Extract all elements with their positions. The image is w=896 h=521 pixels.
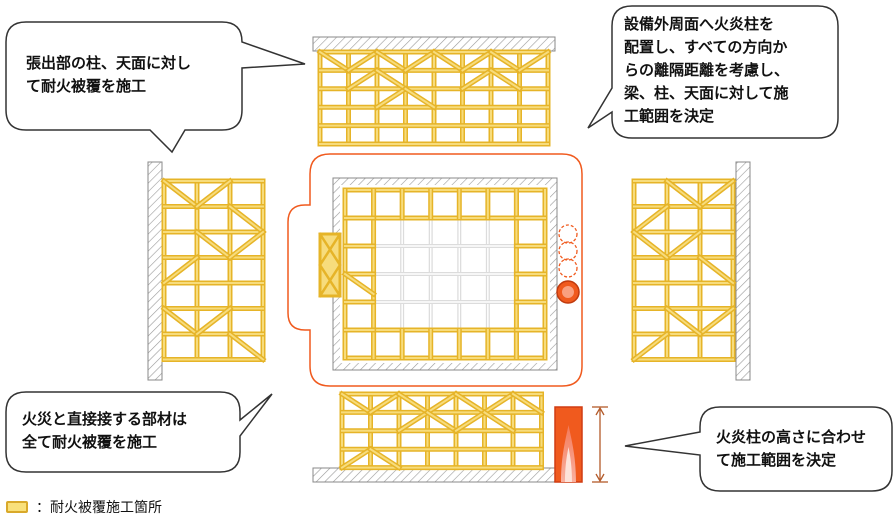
brace-member-core — [454, 392, 486, 414]
brace-member-core — [461, 69, 493, 91]
top-elevation-frame — [316, 48, 552, 147]
callout-bubble-top-left — [5, 21, 306, 154]
brace-member-core — [162, 179, 199, 208]
brace-member-core — [369, 392, 401, 414]
fire-column-active-core — [562, 286, 574, 298]
brace-member-core — [397, 392, 429, 414]
brace-member-core — [432, 50, 464, 72]
callout-bubble-top-right — [587, 5, 839, 139]
brace-member-core — [665, 307, 702, 336]
callout-text-bottom-left: 火災と直接接する部材は 全て耐火被覆を施工 — [22, 410, 188, 451]
flame-core — [565, 447, 572, 482]
brace-member-core — [228, 205, 265, 234]
callout-text-top-left: 張出部の柱、天面に対し て耐火被覆を施工 — [26, 54, 192, 95]
brace-member-core — [489, 50, 521, 72]
perimeter-brace-core — [343, 272, 375, 296]
left-elevation-frame — [160, 177, 267, 364]
brace-member-core — [347, 69, 379, 91]
right-wall-hatch — [735, 161, 751, 381]
top-slab-hatch — [312, 36, 556, 52]
brace-member-core — [195, 179, 232, 208]
brace-member-core — [228, 332, 265, 361]
brace-member-core — [162, 256, 199, 285]
brace-member-core — [483, 392, 515, 414]
legend-swatch — [6, 501, 28, 513]
brace-member-core — [426, 392, 458, 414]
legend-label: ：耐火被覆施工箇所 — [36, 500, 162, 516]
callout-bubble-bottom-left — [5, 391, 273, 473]
top-elevation — [312, 36, 556, 147]
brace-member-core — [162, 307, 199, 336]
brace-member-core — [518, 50, 550, 72]
brace-member-core — [426, 411, 458, 433]
callout-bubble-bottom-right — [624, 406, 893, 492]
plan-column-cross — [318, 263, 342, 298]
legend: ：耐火被覆施工箇所 — [6, 497, 162, 517]
brace-member-core — [228, 230, 265, 259]
brace-member-core — [404, 87, 436, 109]
brace-member-core — [632, 332, 669, 361]
fire-column-dashed — [558, 258, 578, 278]
height-arrow-head-bottom — [595, 473, 605, 483]
brace-member-core — [369, 447, 401, 469]
brace-member-core — [318, 50, 350, 72]
brace-member-core — [483, 411, 515, 433]
brace-member-core — [665, 179, 702, 208]
brace-member-core — [632, 205, 669, 234]
brace-member-core — [698, 179, 735, 208]
plan-column-cross — [318, 232, 342, 267]
height-arrow-head-top — [595, 406, 605, 416]
brace-member-core — [404, 50, 436, 72]
bottom-elevation-frame — [338, 390, 545, 472]
brace-member-core — [632, 230, 669, 259]
brace-member-core — [375, 87, 407, 109]
fire-column-positions — [556, 224, 580, 304]
brace-member-core — [375, 69, 407, 91]
fire-column-dashed — [558, 241, 578, 261]
plan-left-column — [318, 232, 342, 298]
brace-member-core — [698, 256, 735, 285]
brace-member-core — [461, 50, 493, 72]
brace-member-core — [347, 50, 379, 72]
center-plan — [287, 153, 583, 387]
brace-member-core — [375, 50, 407, 72]
bottom-elevation — [312, 390, 556, 483]
fire-boundary-outline — [287, 153, 583, 387]
brace-member-core — [454, 411, 486, 433]
brace-member-core — [340, 392, 372, 414]
left-elevation — [147, 161, 267, 381]
brace-member-core — [195, 230, 232, 259]
brace-member-core — [195, 307, 232, 336]
brace-member-core — [698, 307, 735, 336]
brace-member-core — [397, 411, 429, 433]
callout-text-top-right: 設備外周面へ火炎柱を 配置し、すべての方向か らの離隔距離を考慮し、 梁、柱、天… — [624, 15, 790, 125]
right-elevation — [630, 161, 751, 381]
callout-text-bottom-right: 火炎柱の高さに合わせ て施工範囲を決定 — [716, 428, 867, 469]
brace-member-core — [665, 230, 702, 259]
plan-fireproofed-perimeter — [341, 187, 548, 361]
fire-column-dashed — [558, 224, 578, 244]
left-wall-hatch — [147, 161, 163, 381]
brace-member-core — [511, 392, 543, 414]
flame-column — [554, 406, 608, 483]
plan-column-body — [318, 232, 342, 298]
brace-member-core — [340, 447, 372, 469]
brace-member-core — [489, 69, 521, 91]
right-elevation-frame — [630, 177, 737, 364]
